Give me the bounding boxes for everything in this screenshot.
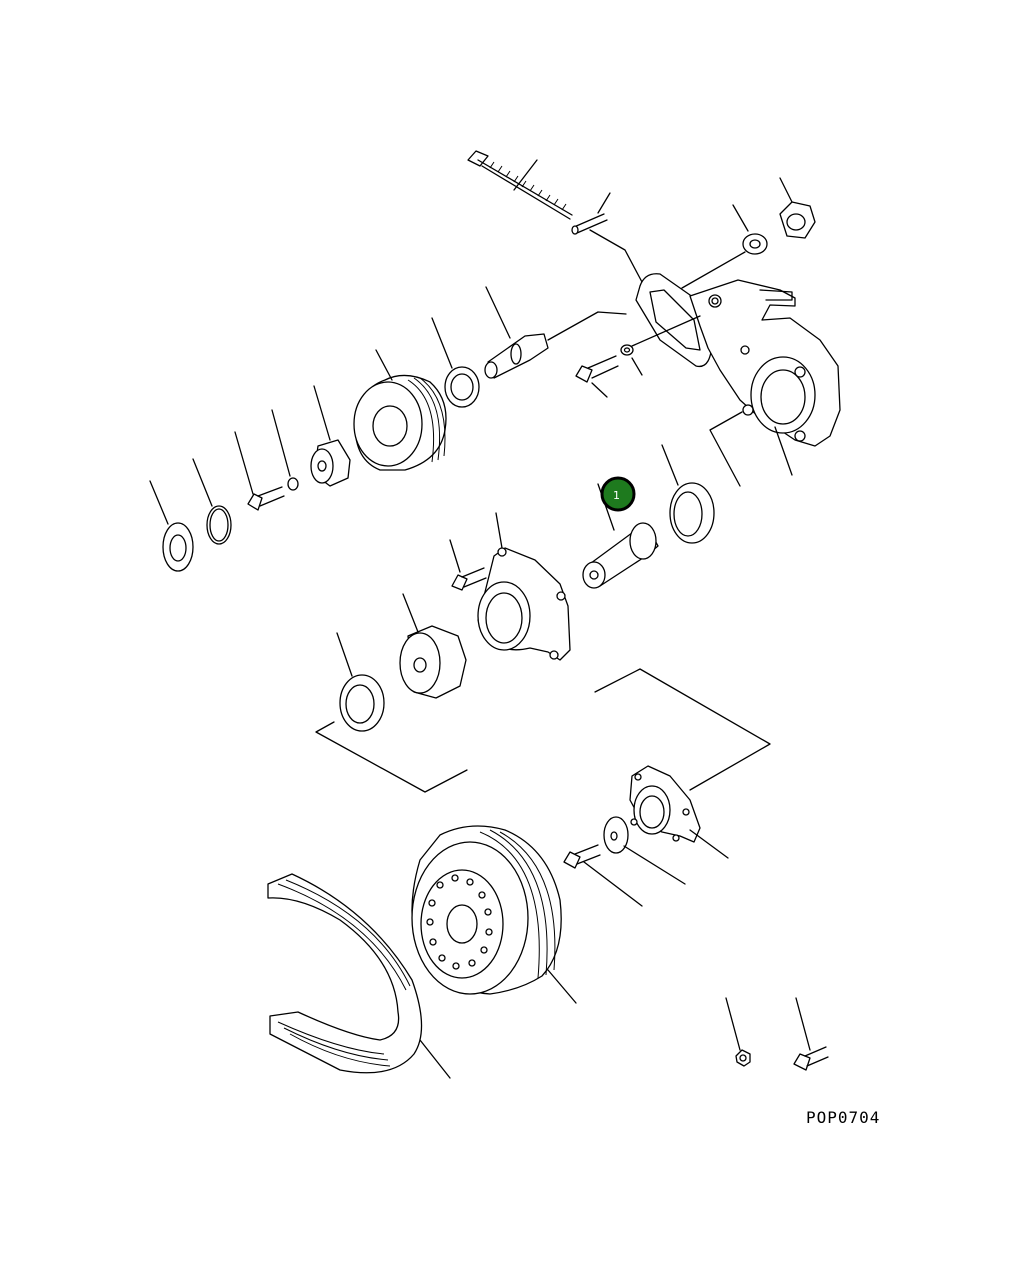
small-washer xyxy=(620,315,701,376)
idler-shaft xyxy=(582,483,659,589)
bolt-left xyxy=(234,431,285,511)
v-belt xyxy=(267,873,451,1079)
small-bolt xyxy=(575,355,619,398)
stud-shaft xyxy=(484,286,627,379)
hub-flange xyxy=(629,765,729,859)
pin xyxy=(571,192,643,283)
callout-1-marker[interactable] xyxy=(600,476,636,512)
lower-seal xyxy=(336,632,385,732)
seal-right xyxy=(661,444,715,544)
washer-lower xyxy=(603,816,686,885)
snap-ring xyxy=(192,458,232,545)
crank-pulley xyxy=(411,825,577,1004)
upper-spacer xyxy=(310,385,351,487)
tiny-washer xyxy=(271,409,299,491)
upper-pulley xyxy=(353,349,447,471)
lower-spacer xyxy=(399,593,467,699)
nut-upper-right xyxy=(779,177,816,239)
long-bolt xyxy=(467,150,573,220)
bolt-lower-right xyxy=(793,997,829,1071)
callout-1[interactable]: 1 xyxy=(600,476,636,512)
drawing-code: POP0704 xyxy=(806,1108,881,1127)
small-nut xyxy=(725,997,751,1067)
callout-1-label: 1 xyxy=(613,489,620,502)
idler-housing xyxy=(477,512,571,661)
crank-pulley-bolt-holes xyxy=(426,874,493,970)
bolt-lower xyxy=(563,844,643,907)
bolt-idler xyxy=(449,539,487,591)
washer-upper-right xyxy=(681,204,768,289)
seal-left xyxy=(149,480,194,572)
lower-group-bracket-left xyxy=(315,721,468,793)
lower-group-bracket-right xyxy=(594,668,771,791)
mounting-bracket xyxy=(689,279,841,487)
bearing-upper xyxy=(431,317,480,408)
